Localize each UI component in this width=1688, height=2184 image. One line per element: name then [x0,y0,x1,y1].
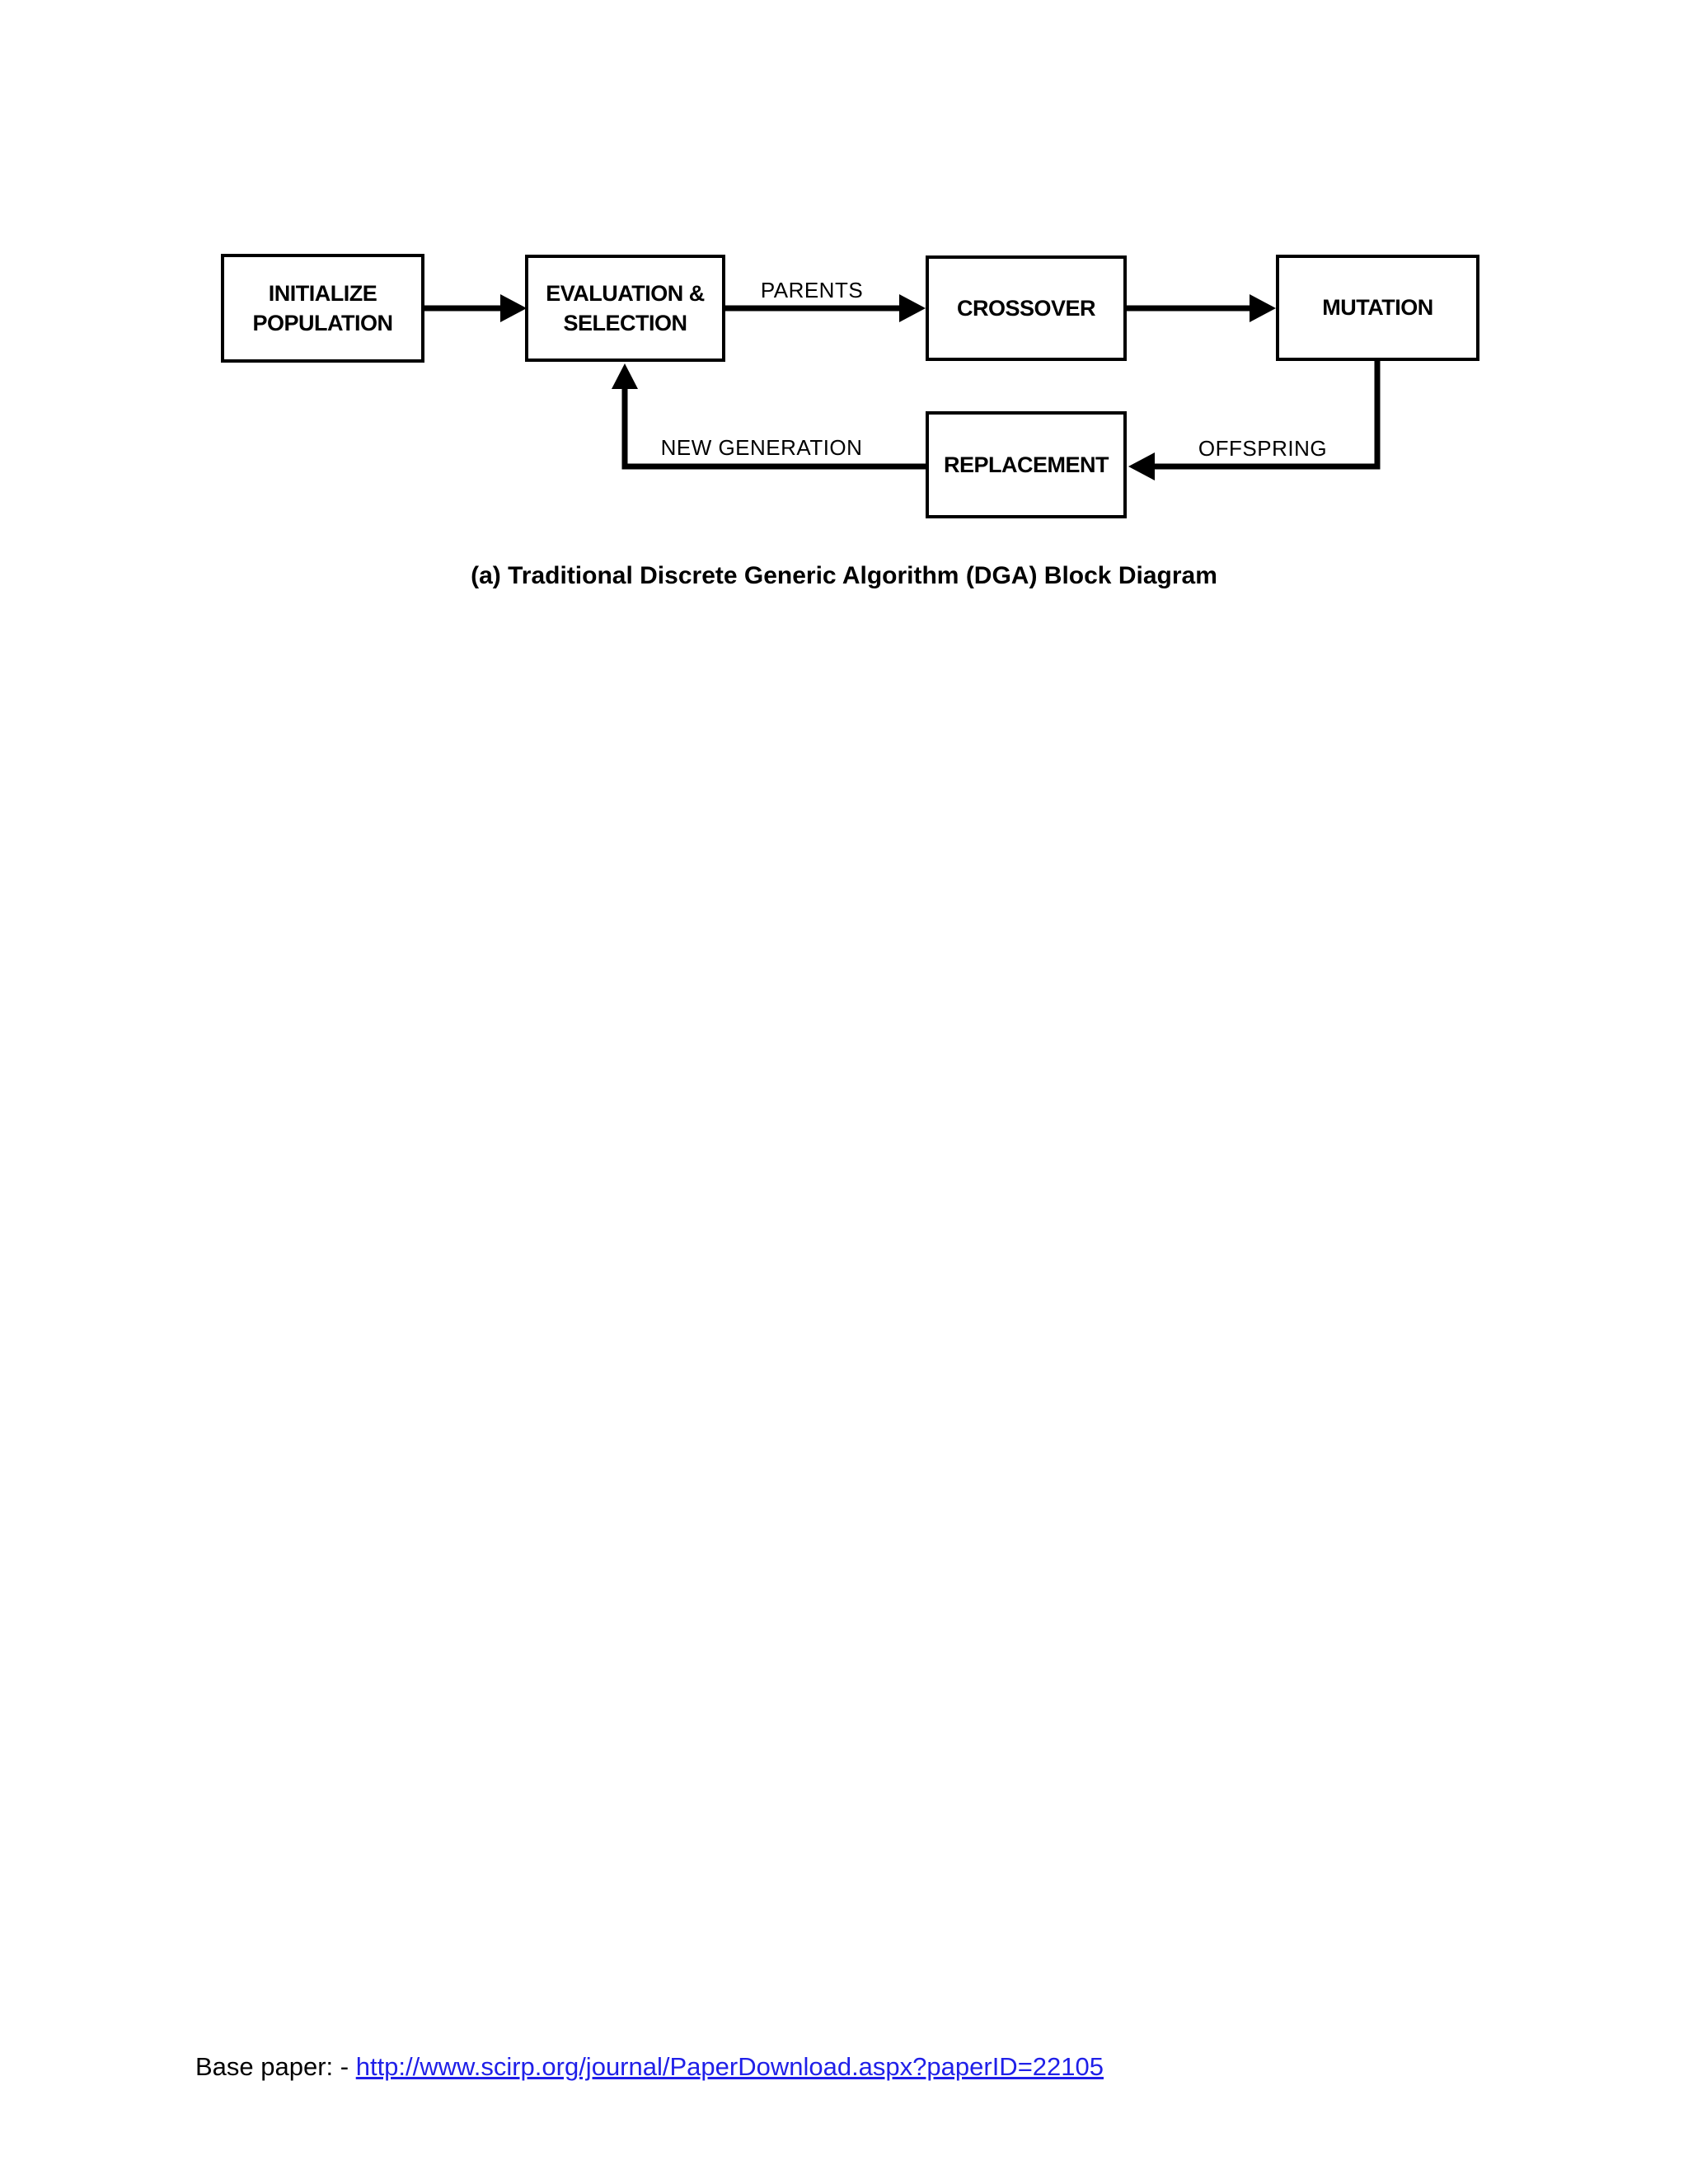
base-paper-link[interactable]: http://www.scirp.org/journal/PaperDownlo… [355,2052,1104,2081]
arrowhead-eval-to-crossover-icon [899,294,926,322]
edge-label-new-generation: NEW GENERATION [660,435,863,460]
node-mutation-label: MUTATION [1322,295,1433,321]
node-replacement-label: REPLACEMENT [943,452,1109,477]
figure-caption: (a) Traditional Discrete Generic Algorit… [471,562,1217,589]
base-paper-prefix: Base paper: - [195,2052,356,2081]
node-mutation: MUTATION [1276,255,1479,361]
arrowhead-replacement-to-eval-icon [612,363,638,389]
edge-label-parents: PARENTS [760,278,864,302]
arrowhead-crossover-to-mutation-icon [1250,294,1276,322]
node-evaluation-selection-label: EVALUATION & SELECTION [546,280,705,335]
arrowhead-init-to-eval-icon [500,294,527,322]
base-paper-line: Base paper: - http://www.scirp.org/journ… [195,2052,1104,2082]
edge-label-offspring: OFFSPRING [1198,436,1328,461]
arrowhead-mutation-to-replacement-icon [1128,452,1155,480]
node-evaluation-selection: EVALUATION & SELECTION [525,255,725,362]
node-initialize-population: INITIALIZE POPULATION [221,254,424,363]
node-crossover: CROSSOVER [926,255,1127,361]
node-replacement: REPLACEMENT [926,411,1127,518]
node-crossover-label: CROSSOVER [956,295,1096,321]
node-initialize-population-label: INITIALIZE POPULATION [252,280,394,335]
